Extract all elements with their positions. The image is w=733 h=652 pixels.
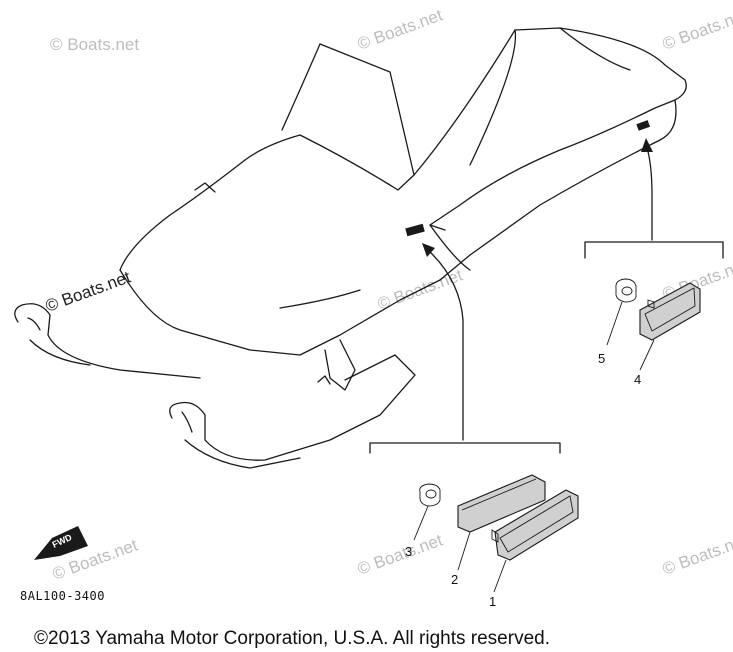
reflector-part [494,489,579,561]
group-brackets [369,241,724,454]
callout-4: 4 [634,372,641,387]
leader-line [646,147,653,241]
watermark: © Boats.net [660,530,733,578]
diagram-code: 8AL100-3400 [20,589,105,603]
decal-mark [405,223,425,237]
parts-group-front [413,474,579,593]
watermark: © Boats.net [660,5,733,53]
bracket [584,241,724,259]
callout-3: 3 [405,544,412,559]
watermark: © Boats.net [355,5,445,53]
bracket [369,442,561,454]
arrowhead [422,243,435,257]
plate-part [457,474,546,533]
grommet-part [615,278,637,303]
callout-2: 2 [451,572,458,587]
watermark: © Boats.net [43,267,133,315]
decal-mark [636,120,651,131]
snowmobile-illustration [14,27,687,469]
leader-arrows [422,138,653,441]
leader-line [427,249,464,441]
watermark: © Boats.net [355,530,445,578]
callouts: 3 2 1 5 4 [405,351,641,609]
watermark: © Boats.net [50,35,139,54]
callout-1: 1 [489,594,496,609]
reflector-part [639,282,701,341]
arrowhead [641,138,653,152]
forward-arrow-icon: FWD [34,526,88,560]
grommet-part [419,483,441,507]
copyright-notice: ©2013 Yamaha Motor Corporation, U.S.A. A… [34,628,550,649]
parts-group-rear [606,278,701,371]
callout-5: 5 [598,351,605,366]
